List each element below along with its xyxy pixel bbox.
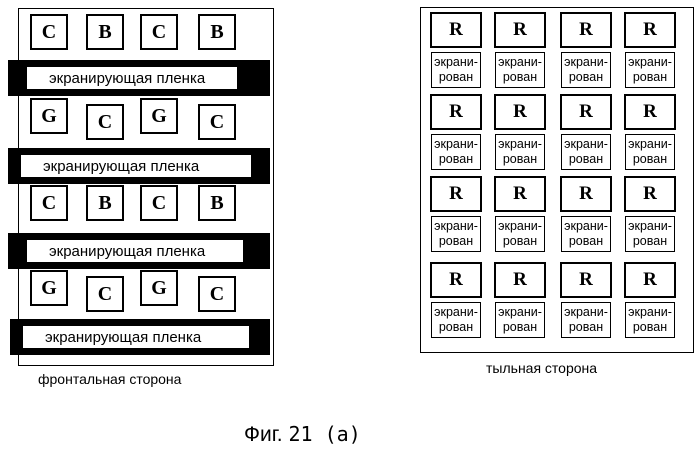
shielded-cell-line1: экрани- <box>432 219 480 234</box>
shielded-cell-line1: экрани- <box>562 137 610 152</box>
front-cell-g: G <box>140 98 178 134</box>
back-cell-r: R <box>624 12 676 48</box>
shielded-cell-line2: рован <box>432 234 480 249</box>
back-side-caption: тыльная сторона <box>486 360 597 376</box>
shielded-cell-line2: рован <box>562 70 610 85</box>
shielded-cell-line2: рован <box>432 152 480 167</box>
shielding-film-label: экранирующая пленка <box>26 239 244 263</box>
back-cell-r: R <box>494 262 546 298</box>
shielded-cell: экрани-рован <box>625 216 675 252</box>
shielded-cell-line2: рован <box>562 320 610 335</box>
back-cell-r: R <box>430 262 482 298</box>
shielded-cell: экрани-рован <box>561 216 611 252</box>
shielded-cell-line2: рован <box>626 70 674 85</box>
back-cell-r: R <box>494 176 546 212</box>
shielded-cell-line1: экрани- <box>496 55 544 70</box>
shielded-cell: экрани-рован <box>625 302 675 338</box>
back-cell-r: R <box>560 12 612 48</box>
back-cell-r: R <box>430 176 482 212</box>
shielded-cell-line1: экрани- <box>496 137 544 152</box>
front-cell-c: C <box>30 185 68 221</box>
shielded-cell-line2: рован <box>496 152 544 167</box>
front-cell-g: G <box>30 98 68 134</box>
shielded-cell: экрани-рован <box>495 52 545 88</box>
shielded-cell-line2: рован <box>562 152 610 167</box>
figure-label: Фиг. 21 (a) <box>244 422 361 447</box>
shielded-cell-line1: экрани- <box>432 305 480 320</box>
front-cell-b: B <box>198 14 236 50</box>
figure-label-number: 21 (a) <box>288 422 360 446</box>
shielded-cell-line2: рован <box>562 234 610 249</box>
shielded-cell: экрани-рован <box>431 52 481 88</box>
shielded-cell-line2: рован <box>626 320 674 335</box>
shielding-film-label: экранирующая пленка <box>20 154 252 178</box>
shielded-cell-line1: экрани- <box>562 55 610 70</box>
front-cell-c: C <box>140 185 178 221</box>
shielded-cell-line1: экрани- <box>562 305 610 320</box>
back-cell-r: R <box>624 262 676 298</box>
back-cell-r: R <box>560 94 612 130</box>
shielded-cell: экрани-рован <box>431 302 481 338</box>
front-cell-b: B <box>198 185 236 221</box>
shielded-cell: экрани-рован <box>495 216 545 252</box>
shielded-cell-line1: экрани- <box>496 305 544 320</box>
shielded-cell-line2: рован <box>432 70 480 85</box>
shielded-cell-line1: экрани- <box>626 137 674 152</box>
front-side-caption: фронтальная сторона <box>38 371 181 387</box>
front-cell-g: G <box>30 270 68 306</box>
shielded-cell-line1: экрани- <box>562 219 610 234</box>
shielded-cell-line2: рован <box>626 152 674 167</box>
front-cell-c: C <box>86 104 124 140</box>
shielded-cell-line2: рован <box>496 320 544 335</box>
front-cell-b: B <box>86 185 124 221</box>
back-cell-r: R <box>560 262 612 298</box>
front-cell-b: B <box>86 14 124 50</box>
shielded-cell-line2: рован <box>496 70 544 85</box>
front-cell-c: C <box>140 14 178 50</box>
back-cell-r: R <box>494 94 546 130</box>
shielded-cell: экрани-рован <box>561 134 611 170</box>
figure-label-prefix: Фиг. <box>244 423 283 446</box>
front-cell-c: C <box>30 14 68 50</box>
shielded-cell: экрани-рован <box>495 134 545 170</box>
front-cell-c: C <box>86 276 124 312</box>
back-cell-r: R <box>430 94 482 130</box>
front-cell-c: C <box>198 104 236 140</box>
shielded-cell: экрани-рован <box>431 134 481 170</box>
shielded-cell: экрани-рован <box>561 52 611 88</box>
shielded-cell-line1: экрани- <box>626 305 674 320</box>
shielded-cell-line2: рован <box>432 320 480 335</box>
shielded-cell-line1: экрани- <box>432 137 480 152</box>
shielded-cell: экрани-рован <box>431 216 481 252</box>
shielded-cell: экрани-рован <box>495 302 545 338</box>
shielded-cell-line1: экрани- <box>496 219 544 234</box>
shielded-cell: экрани-рован <box>561 302 611 338</box>
shielded-cell-line2: рован <box>626 234 674 249</box>
front-cell-g: G <box>140 270 178 306</box>
shielded-cell: экрани-рован <box>625 52 675 88</box>
back-cell-r: R <box>560 176 612 212</box>
shielded-cell-line2: рован <box>496 234 544 249</box>
back-cell-r: R <box>624 176 676 212</box>
shielded-cell-line1: экрани- <box>626 219 674 234</box>
back-cell-r: R <box>430 12 482 48</box>
front-cell-c: C <box>198 276 236 312</box>
shielding-film-label: экранирующая пленка <box>26 66 238 90</box>
shielded-cell-line1: экрани- <box>432 55 480 70</box>
back-cell-r: R <box>494 12 546 48</box>
shielding-film-label: экранирующая пленка <box>22 325 250 349</box>
shielded-cell-line1: экрани- <box>626 55 674 70</box>
shielded-cell: экрани-рован <box>625 134 675 170</box>
back-cell-r: R <box>624 94 676 130</box>
